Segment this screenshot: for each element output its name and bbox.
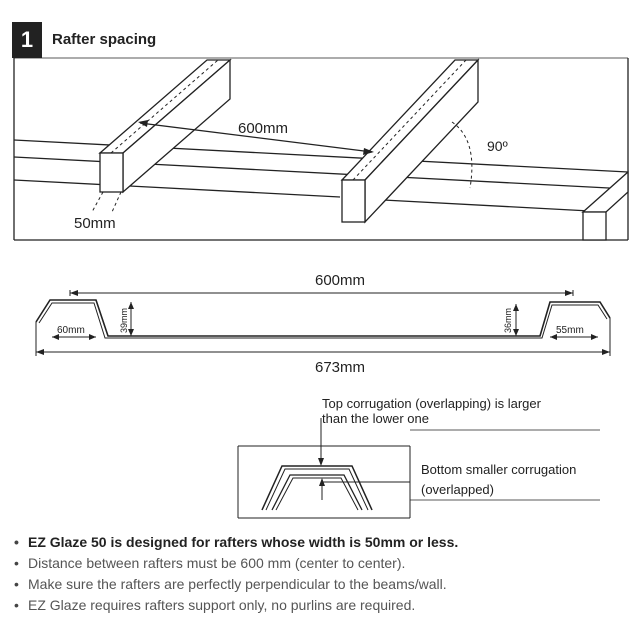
top-note-line-2: than the lower one <box>322 411 429 426</box>
overall-top-label: 600mm <box>315 272 365 289</box>
left-width-label: 60mm <box>57 325 85 336</box>
overall-bottom-label: 673mm <box>315 359 365 376</box>
beam-lower-edge-right <box>364 198 591 212</box>
bottom-note-line-2: (overlapped) <box>421 482 494 497</box>
right-angle-arc <box>451 121 473 189</box>
perspective-diagram <box>13 57 629 241</box>
bottom-note-line-1: Bottom smaller corrugation <box>421 462 576 477</box>
step-header: 1 Rafter spacing <box>12 22 628 58</box>
top-note-line-1: Top corrugation (overlapping) is larger <box>322 396 542 411</box>
overlap-detail <box>237 418 600 519</box>
arrowhead-left <box>138 120 148 127</box>
bottom-corrugation-inner <box>275 477 359 511</box>
profile-outer-line <box>35 299 611 337</box>
beam-lower-edge <box>13 179 341 198</box>
profile-inner-line <box>38 302 608 339</box>
top-corrugation-outer <box>261 465 373 511</box>
bullet-rafter-distance: Distance between rafters must be 600 mm … <box>14 553 624 574</box>
rafter-width-label: 50mm <box>74 215 116 232</box>
right-width-label: 55mm <box>556 325 584 336</box>
angle-label: 90º <box>487 138 508 154</box>
step-number-badge: 1 <box>12 22 42 58</box>
left-height-label: 39mm <box>119 308 129 333</box>
step-title: Rafter spacing <box>52 31 157 48</box>
middle-rafter <box>340 58 480 224</box>
bullet-perpendicular: Make sure the rafters are perfectly perp… <box>14 574 624 595</box>
right-height-label: 36mm <box>503 308 513 333</box>
bullet-no-purlins: EZ Glaze requires rafters support only, … <box>14 595 624 616</box>
bullet-rafter-width: EZ Glaze 50 is designed for rafters whos… <box>14 532 624 553</box>
bottom-corrugation-outer <box>271 474 363 511</box>
spacing-label: 600mm <box>238 120 288 137</box>
arrowhead-right <box>363 148 374 155</box>
requirements-list: EZ Glaze 50 is designed for rafters whos… <box>14 532 624 616</box>
spacing-dimension-line <box>139 122 373 153</box>
panel-profile <box>35 290 611 356</box>
left-rafter <box>98 58 232 194</box>
top-corrugation-inner <box>265 468 369 511</box>
right-rafter <box>581 170 629 241</box>
